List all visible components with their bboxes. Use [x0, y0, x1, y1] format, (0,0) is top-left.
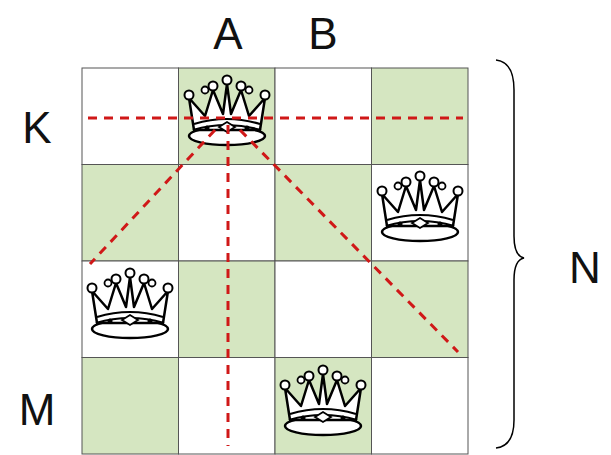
board-square [275, 261, 372, 358]
column-label: B [308, 12, 337, 56]
brace [496, 60, 524, 448]
attack-lines [88, 118, 463, 446]
board-squares [82, 68, 468, 454]
board-square [275, 68, 372, 165]
board-square [82, 68, 179, 165]
board-square [275, 358, 372, 455]
board-square [82, 261, 179, 358]
board-square [82, 358, 179, 455]
board-square [372, 165, 469, 262]
row-label: K [22, 106, 51, 150]
board-square [372, 68, 469, 165]
board-square [82, 165, 179, 262]
brace-label: N [569, 246, 601, 290]
board-square [372, 358, 469, 455]
board-square [179, 68, 276, 165]
row-label: M [19, 388, 56, 432]
board-square [372, 261, 469, 358]
queen-pieces [88, 76, 463, 436]
column-label: A [213, 12, 242, 56]
